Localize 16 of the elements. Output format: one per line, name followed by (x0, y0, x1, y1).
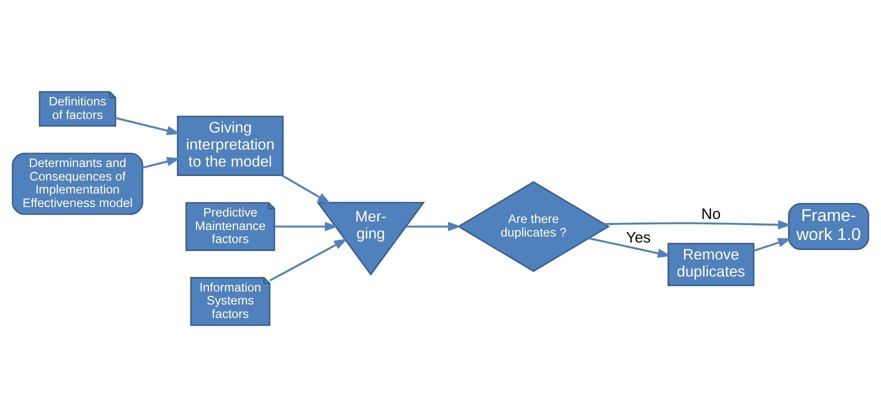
arrow (753, 238, 792, 252)
arrow (604, 220, 792, 230)
arrow (282, 174, 332, 204)
arrow (269, 238, 348, 282)
arrow (406, 222, 462, 232)
edge-label: No (701, 206, 721, 223)
edge-label: Yes (626, 229, 651, 246)
node-box: Giving interpretation to the model (176, 116, 284, 176)
node-box: Determinants and Consequences of Implementation Effectiveness model (12, 152, 144, 215)
arrow (588, 237, 671, 258)
arrow (116, 117, 180, 136)
node-diamond: Are there duplicates ? (457, 181, 610, 272)
node-box: Remove duplicates (668, 242, 754, 286)
node-box: Frame- work 1.0 (788, 203, 870, 250)
arrow (142, 156, 180, 169)
arrow (274, 222, 338, 232)
